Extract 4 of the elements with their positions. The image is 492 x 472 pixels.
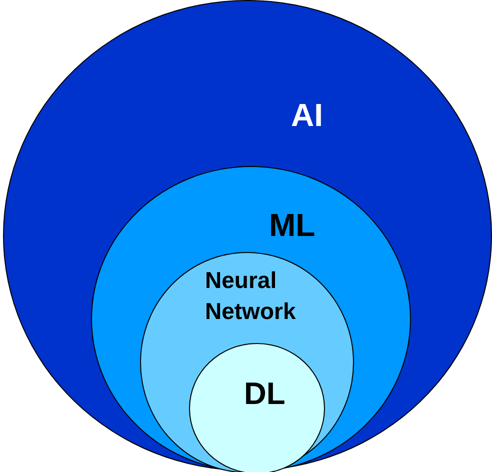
region-label: DL xyxy=(244,376,286,412)
region-label: Neural Network xyxy=(205,266,297,326)
region-label: ML xyxy=(269,207,316,243)
region-label: AI xyxy=(291,97,324,133)
